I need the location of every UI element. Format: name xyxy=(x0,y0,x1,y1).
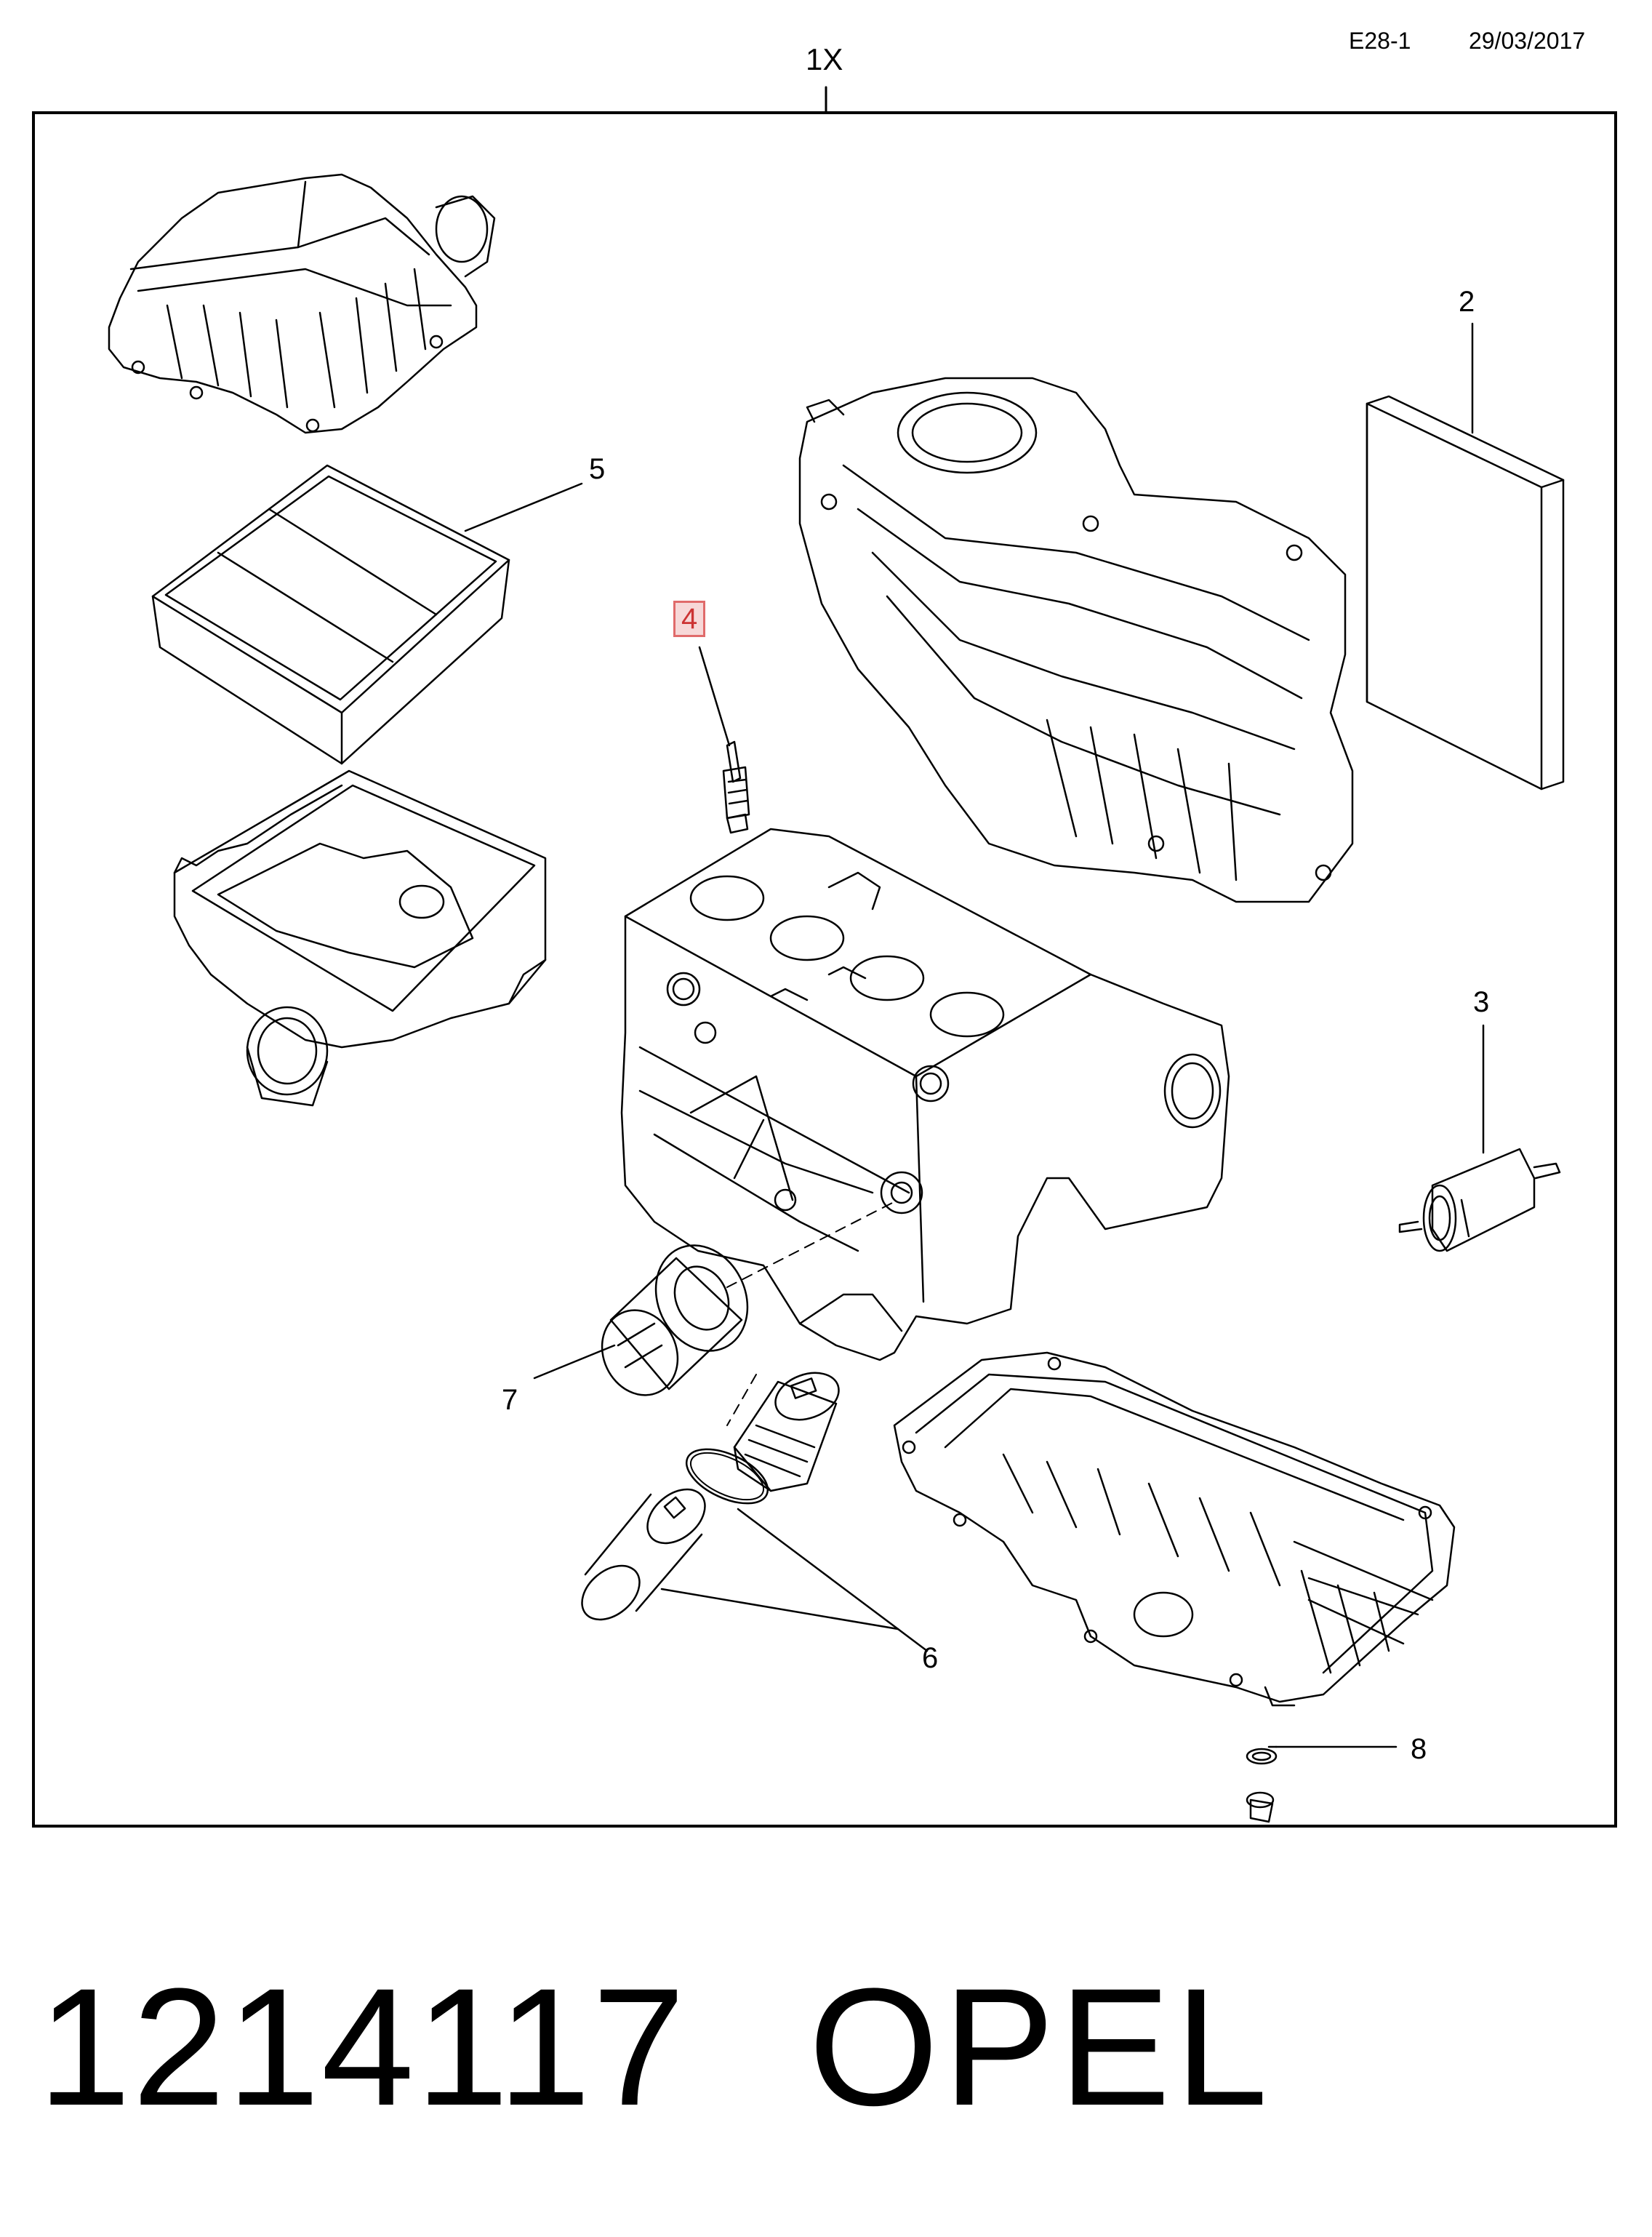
o-ring-inner xyxy=(689,1452,765,1501)
engine-block xyxy=(620,828,1230,1361)
air-filter-element xyxy=(151,464,510,765)
air-cleaner-housing xyxy=(173,769,547,1107)
callout-8[interactable]: 8 xyxy=(1411,1733,1427,1765)
air-cleaner-cover xyxy=(108,173,496,434)
spark-plug xyxy=(722,740,750,834)
document-code: E28-1 xyxy=(1349,28,1411,54)
drain-plug xyxy=(1246,1748,1278,1823)
part-number: 1214117 xyxy=(38,1953,687,2140)
oil-filter-element xyxy=(581,1488,706,1621)
callout-6[interactable]: 6 xyxy=(922,1642,939,1674)
kit-label: 1X xyxy=(806,42,843,76)
intake-manifold xyxy=(798,377,1354,903)
diagram-frame xyxy=(32,111,1617,1828)
leader-7 xyxy=(533,1344,616,1380)
leader-4 xyxy=(698,646,731,747)
callout-2[interactable]: 2 xyxy=(1459,286,1475,318)
fuel-filter xyxy=(1398,1148,1561,1252)
oil-pan xyxy=(893,1351,1456,1707)
leader-5 xyxy=(464,482,583,532)
assembly-dashed-lines xyxy=(726,1199,899,1426)
leader-6a xyxy=(737,1508,899,1630)
cabin-filter-plate xyxy=(1366,395,1565,791)
brand-name: OPEL xyxy=(809,1953,1272,2140)
callout-7[interactable]: 7 xyxy=(502,1384,518,1416)
oil-filter-canister xyxy=(601,1244,749,1396)
leader-6c xyxy=(897,1628,929,1652)
callout-5[interactable]: 5 xyxy=(589,453,606,485)
callout-4[interactable]: 4 xyxy=(673,601,706,637)
oil-filter-cap xyxy=(733,1372,840,1492)
document-date: 29/03/2017 xyxy=(1469,28,1586,54)
leader-6b xyxy=(660,1588,899,1630)
o-ring xyxy=(685,1448,769,1505)
leader-lines xyxy=(464,322,1485,1748)
callout-3[interactable]: 3 xyxy=(1473,986,1490,1018)
